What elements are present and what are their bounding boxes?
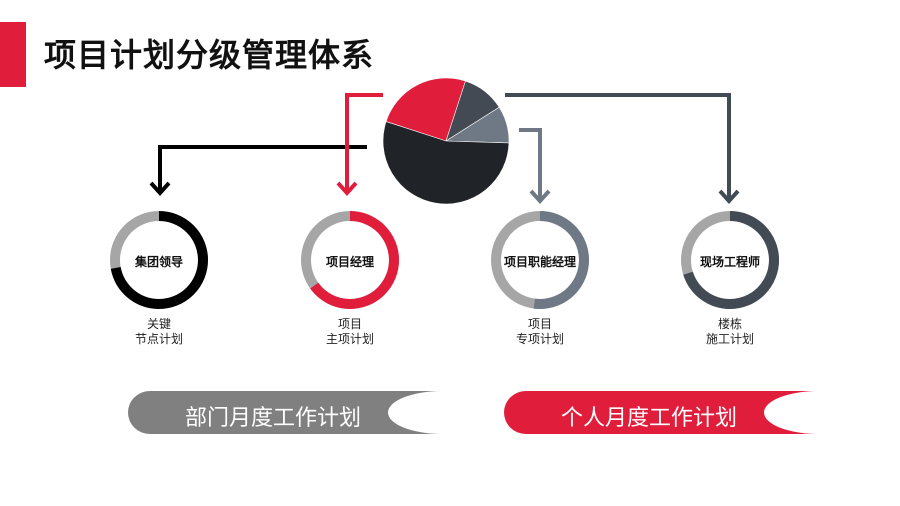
banner-label: 个人月度工作计划 <box>560 406 737 431</box>
page-title: 项目计划分级管理体系 <box>44 36 375 74</box>
connector-arrow-functional-manager <box>519 128 551 204</box>
node-plan-group-leader: 关键节点计划 <box>99 317 219 347</box>
plan-line-2: 施工计划 <box>705 332 754 346</box>
plan-line-1: 楼栋 <box>717 317 742 331</box>
donut-progress <box>681 211 779 309</box>
node-label-site-engineer: 现场工程师 <box>699 255 760 269</box>
personal-monthly-plan-banner: 个人月度工作计划 <box>504 391 816 434</box>
plan-line-2: 专项计划 <box>515 332 564 346</box>
donut-progress <box>301 211 399 309</box>
donut-progress <box>491 211 589 309</box>
pie-chart <box>382 77 510 205</box>
plan-line-2: 节点计划 <box>134 332 183 346</box>
node-label-functional-manager: 项目职能经理 <box>503 255 576 269</box>
connector-arrow-group-leader <box>149 145 367 196</box>
plan-line-1: 项目 <box>337 317 362 331</box>
plan-line-2: 主项计划 <box>325 332 374 346</box>
node-plan-functional-manager: 项目专项计划 <box>480 317 600 347</box>
department-monthly-plan-banner: 部门月度工作计划 <box>128 391 440 434</box>
node-label-project-manager: 项目经理 <box>325 255 374 269</box>
plan-line-1: 项目 <box>527 317 552 331</box>
node-plan-project-manager: 项目主项计划 <box>290 317 410 347</box>
node-label-group-leader: 集团领导 <box>134 255 183 269</box>
donut-progress <box>110 211 208 309</box>
title-accent-bar <box>0 22 26 87</box>
banner-label: 部门月度工作计划 <box>184 406 361 431</box>
plan-line-1: 关键 <box>146 317 171 331</box>
connector-arrow-project-manager <box>336 93 383 196</box>
connector-arrow-site-engineer <box>505 93 740 204</box>
pie-slice-black <box>382 121 510 205</box>
node-plan-site-engineer: 楼栋施工计划 <box>670 317 790 347</box>
pie-slice-red <box>385 77 466 142</box>
